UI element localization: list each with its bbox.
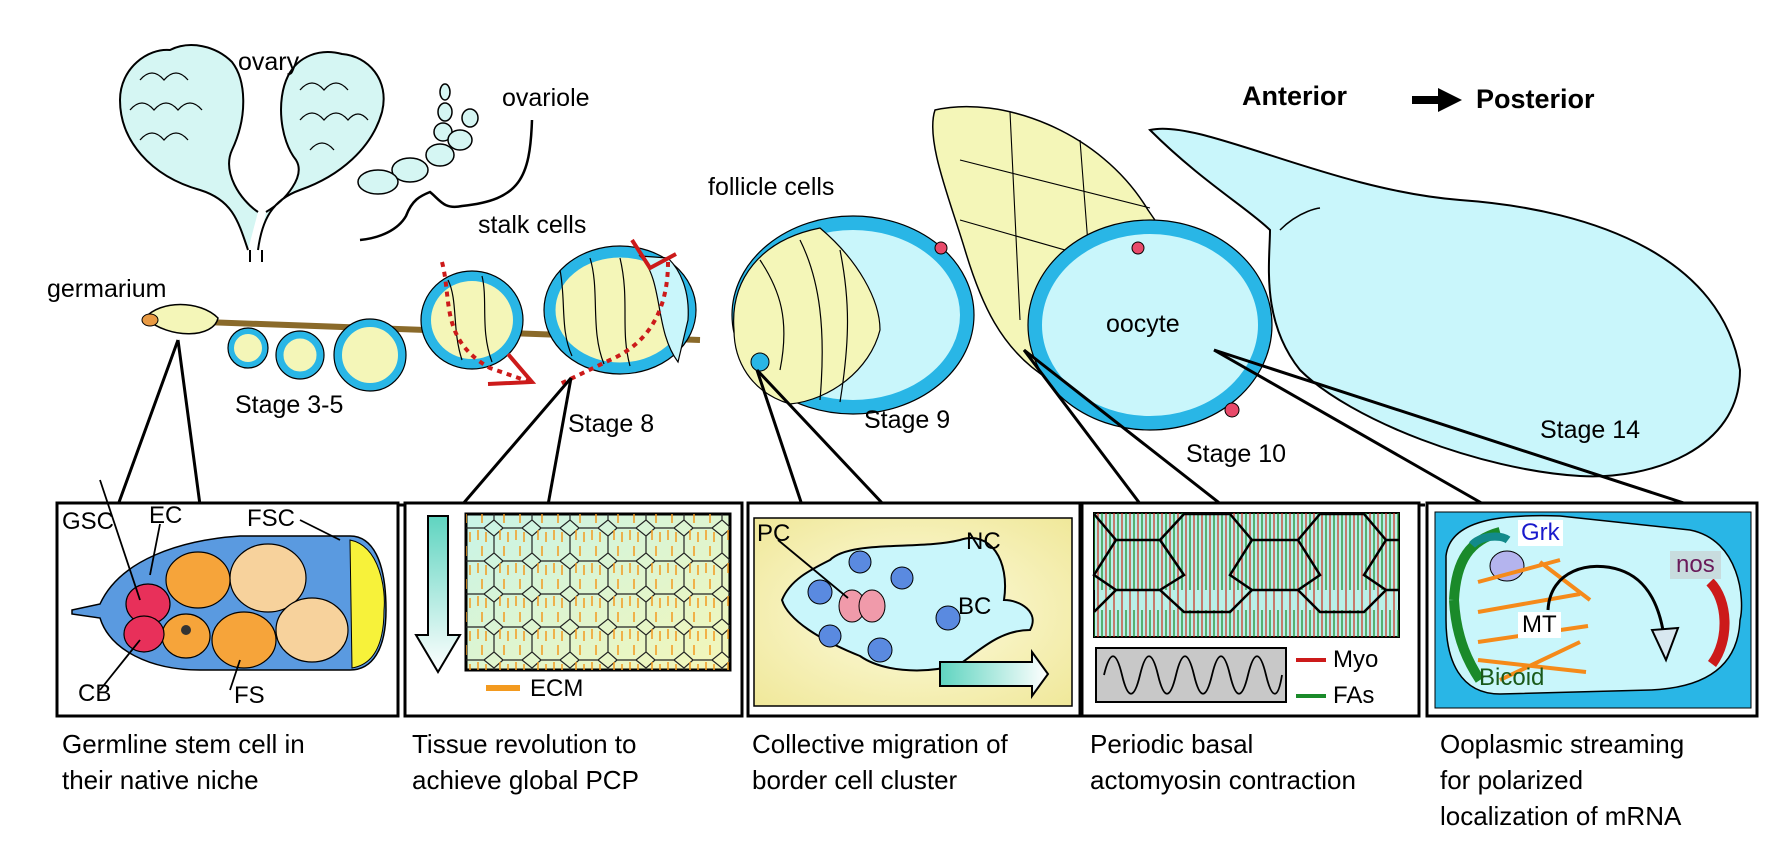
mt-label: MT	[1518, 612, 1561, 638]
panel-periodic-contraction	[1080, 501, 1421, 718]
caption-line: for polarized	[1440, 765, 1584, 795]
caption-line: Ooplasmic streaming	[1440, 729, 1685, 759]
caption-line: actomyosin contraction	[1090, 765, 1356, 795]
oocyte-label: oocyte	[1106, 310, 1180, 338]
ovariole-label: ovariole	[502, 84, 590, 112]
caption-tissue-revolution: Tissue revolution to achieve global PCP	[412, 726, 639, 798]
caption-ooplasmic-streaming: Ooplasmic streaming for polarized locali…	[1440, 726, 1684, 834]
nos-label: nos	[1670, 551, 1721, 579]
fsc-label: FSC	[247, 505, 295, 532]
stalk-cells-label: stalk cells	[478, 211, 587, 239]
panel-collective-migration	[746, 501, 1082, 718]
caption-collective-migration: Collective migration of border cell clus…	[752, 726, 1008, 798]
stage-8-label: Stage 8	[568, 410, 655, 438]
germarium-label: germarium	[47, 275, 167, 303]
myo-label: Myo	[1333, 646, 1379, 673]
caption-line: localization of mRNA	[1440, 801, 1682, 831]
panel-germline-niche	[55, 479, 400, 718]
caption-line: their native niche	[62, 765, 259, 795]
nc-label: NC	[966, 528, 1001, 555]
caption-line: Tissue revolution to	[412, 729, 637, 759]
panel-ooplasmic-streaming	[1425, 501, 1759, 718]
ec-label: EC	[149, 502, 183, 529]
gsc-label: GSC	[62, 508, 115, 535]
egg-chamber-row	[141, 88, 1742, 478]
grk-label: Grk	[1518, 520, 1563, 546]
cb-label: CB	[78, 680, 112, 707]
pc-label: PC	[757, 520, 791, 547]
posterior-label: Posterior	[1476, 84, 1595, 114]
caption-periodic-contraction: Periodic basal actomyosin contraction	[1090, 726, 1356, 798]
stage-10-label: Stage 10	[1186, 440, 1287, 468]
bc-label: BC	[958, 593, 992, 620]
caption-line: Germline stem cell in	[62, 729, 305, 759]
fas-label: FAs	[1333, 682, 1375, 709]
fs-label: FS	[234, 682, 265, 709]
caption-line: achieve global PCP	[412, 765, 639, 795]
ovary-drawing	[118, 44, 534, 262]
caption-line: Periodic basal	[1090, 729, 1254, 759]
bicoid-label: Bicoid	[1479, 664, 1545, 691]
caption-line: Collective migration of	[752, 729, 1008, 759]
ecm-label: ECM	[530, 675, 584, 702]
stage-9-label: Stage 9	[864, 406, 951, 434]
follicle-cells-label: follicle cells	[708, 173, 835, 201]
ovary-label: ovary	[238, 48, 300, 76]
caption-line: border cell cluster	[752, 765, 958, 795]
stage-3-5-label: Stage 3-5	[235, 391, 344, 419]
anterior-label: Anterior	[1242, 81, 1348, 111]
caption-germline-niche: Germline stem cell in their native niche	[62, 726, 305, 798]
panel-tissue-revolution	[403, 501, 744, 718]
stage-14-label: Stage 14	[1540, 416, 1641, 444]
